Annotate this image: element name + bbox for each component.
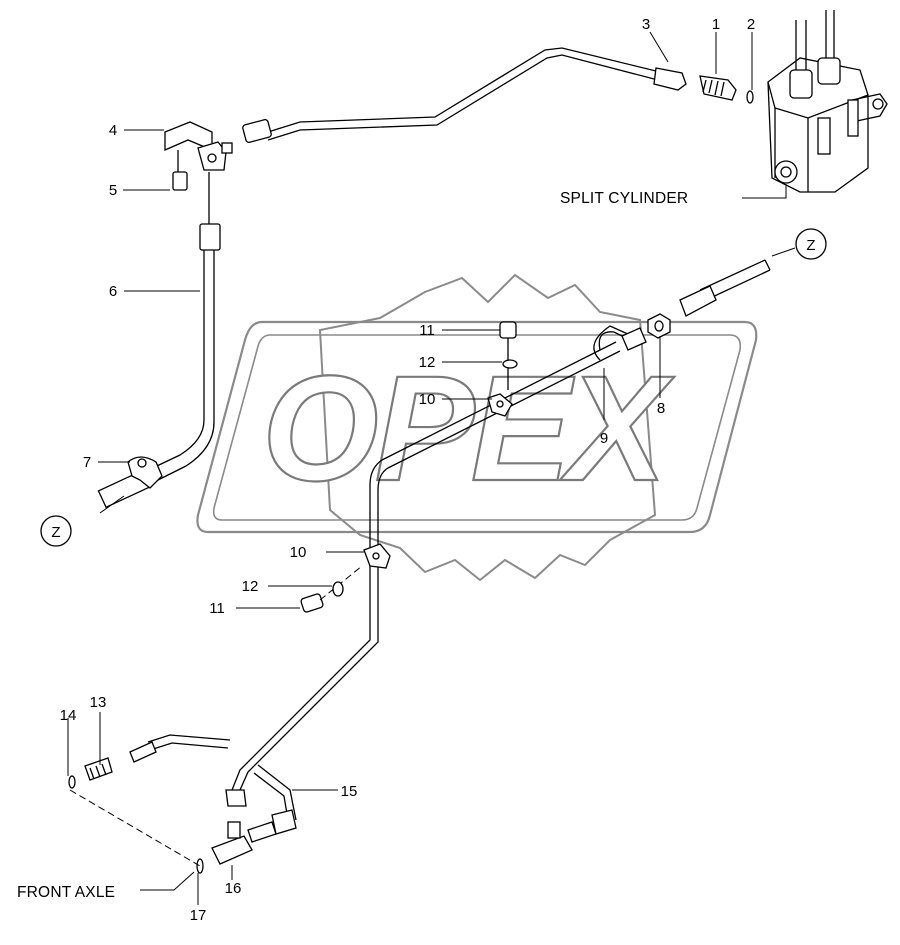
callout-1: 1: [712, 16, 720, 33]
part-12-washer-upper: [502, 359, 518, 369]
z-hose-fitting: [679, 259, 771, 317]
callout-6: 6: [109, 283, 117, 300]
part-2-o-ring: [746, 90, 754, 104]
part-7-clamp: [127, 456, 163, 489]
part-6-hose: [97, 172, 221, 509]
main-pipe: [231, 341, 621, 791]
split-cylinder: [767, 10, 888, 193]
part-4-bracket: [164, 121, 233, 171]
callout-11-upper: 11: [419, 322, 435, 339]
z-connector-left-label: Z: [51, 524, 60, 541]
part-11-bolt-middle: [300, 565, 363, 613]
part-13-fitting: [84, 757, 113, 781]
callout-2: 2: [747, 16, 755, 33]
callout-17: 17: [190, 907, 207, 924]
callout-15: 15: [341, 783, 358, 800]
callout-10-upper: 10: [419, 391, 436, 408]
watermark-badge-inner: [212, 334, 742, 521]
callout-8: 8: [657, 400, 665, 417]
part-14-o-ring: [68, 775, 76, 789]
leader-lines: [67, 31, 796, 905]
callout-12-middle: 12: [242, 578, 259, 595]
callout-9: 9: [600, 430, 608, 447]
part-8-nut: [647, 313, 671, 339]
watermark-badge-outer: [196, 320, 758, 534]
front-axle-dashline: [69, 789, 201, 867]
watermark-text: OPEX: [262, 344, 675, 512]
callout-7: 7: [83, 454, 91, 471]
callout-3: 3: [642, 16, 650, 33]
part-15-pipe: [129, 734, 297, 821]
part-10-clamp-upper: [487, 393, 513, 417]
part-17-o-ring: [196, 858, 204, 874]
opex-watermark: OPEX: [196, 273, 758, 582]
callout-16: 16: [225, 880, 242, 897]
part-5-bolt: [172, 150, 188, 191]
part-9-pipe: [593, 325, 647, 361]
callout-4: 4: [109, 122, 117, 139]
callout-5: 5: [109, 182, 117, 199]
front-axle-label: FRONT AXLE: [17, 884, 115, 901]
z-connector-top: Z: [795, 228, 827, 260]
callout-13: 13: [90, 694, 107, 711]
part-3-pipe: [242, 47, 687, 144]
main-pipe-end-fitting: [225, 789, 247, 807]
part-12-washer-middle: [332, 581, 344, 597]
part-10-clamp-middle: [363, 543, 391, 569]
z-connector-top-label: Z: [806, 237, 815, 254]
watermark-gear: [318, 273, 657, 582]
callout-12-upper: 12: [419, 354, 436, 371]
part-16-tee-fitting: [211, 809, 297, 865]
z-connector-left: Z: [40, 515, 72, 547]
callout-14: 14: [60, 707, 77, 724]
callout-numbers: 1 2 3 4 5 6 7 8 9 10 11 12 10 12 11 13 1…: [60, 16, 756, 924]
part-1-fitting: [699, 75, 737, 101]
split-cylinder-label: SPLIT CYLINDER: [560, 190, 688, 207]
callout-11-middle: 11: [209, 600, 225, 617]
callout-10-middle: 10: [290, 544, 307, 561]
